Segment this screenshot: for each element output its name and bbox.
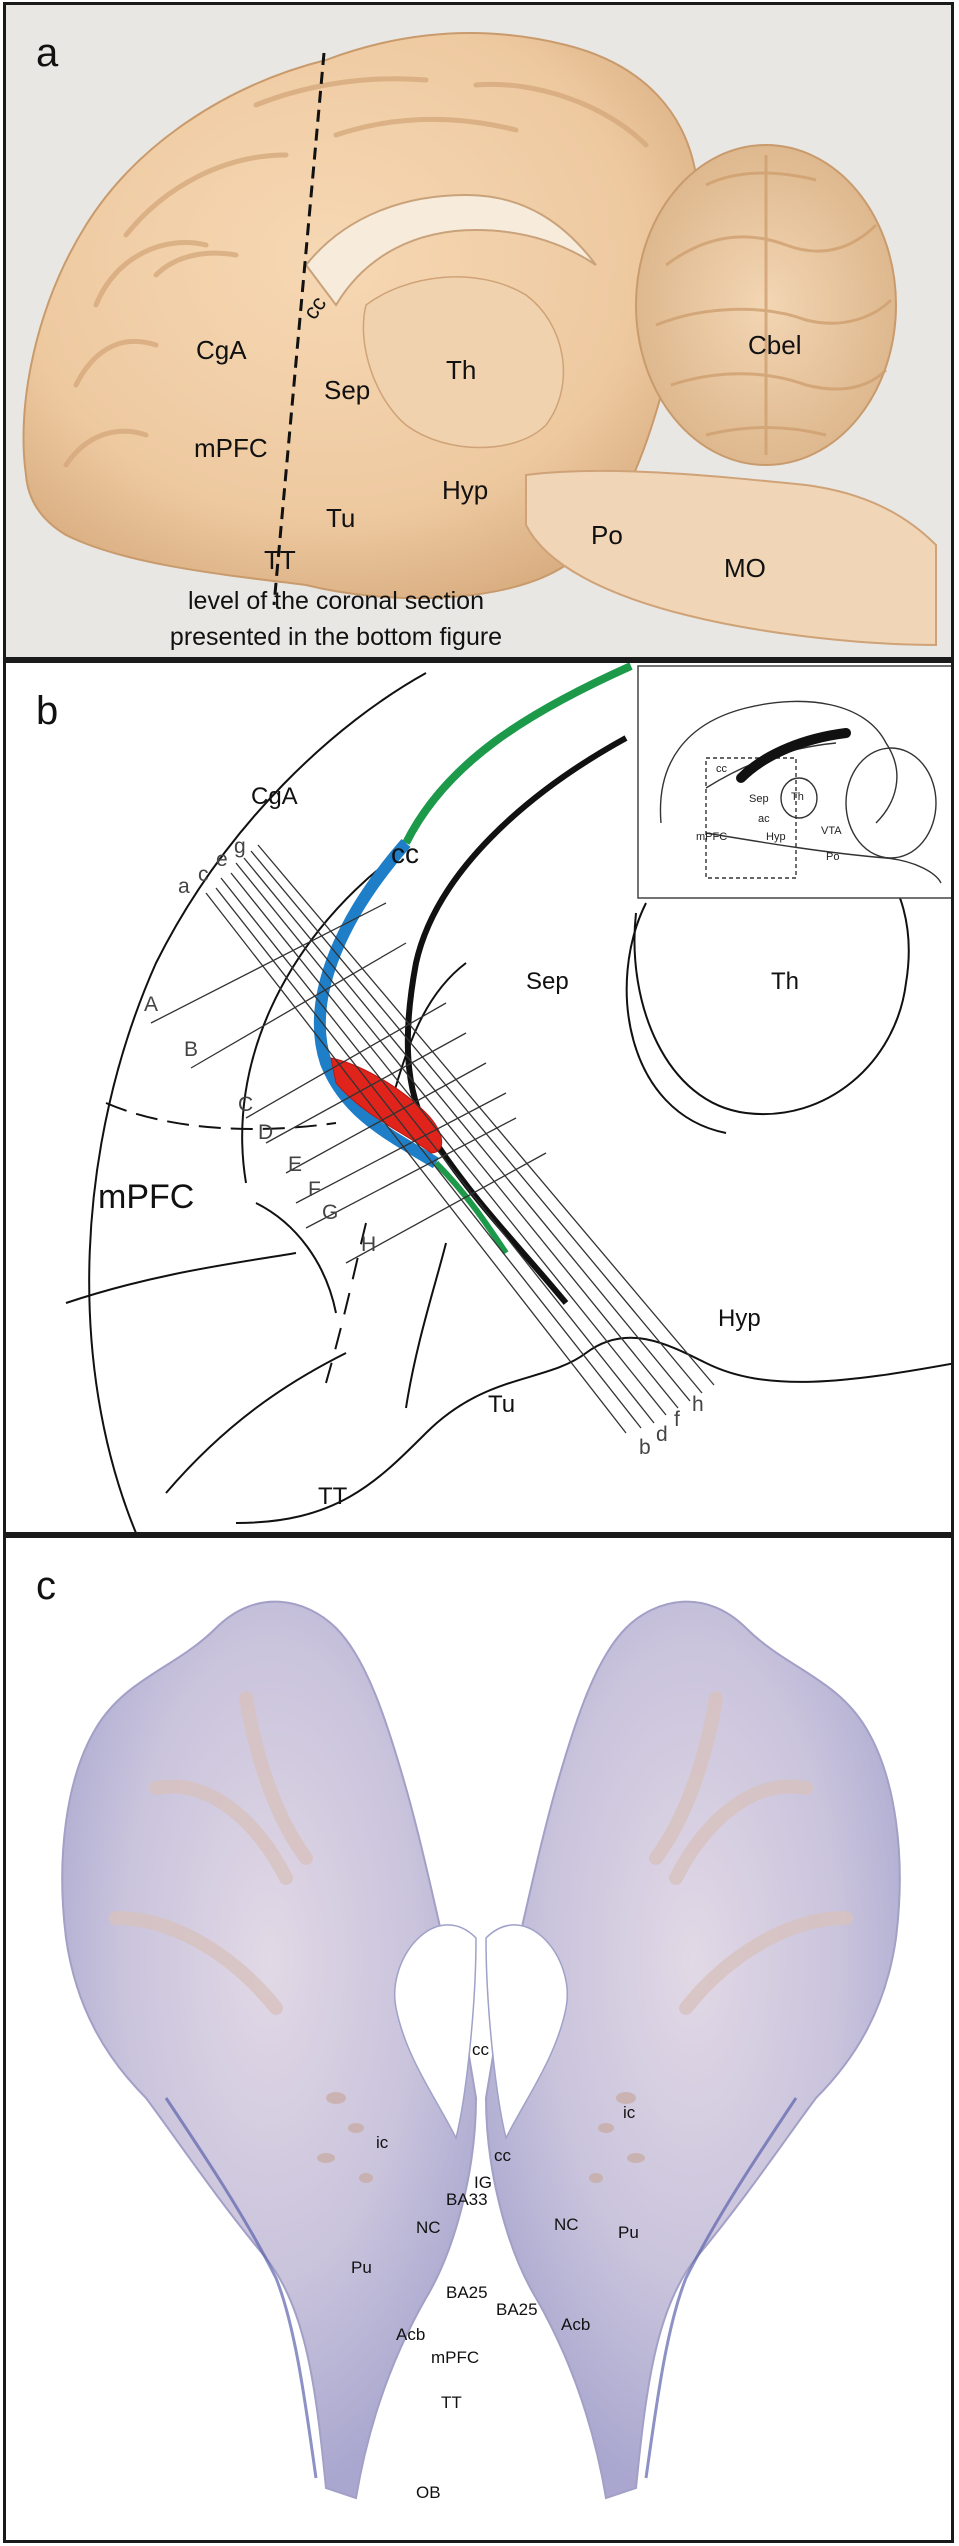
label-cc: cc [391, 838, 419, 869]
outline-bottom [235, 1336, 951, 1524]
section-label-B: B [184, 1038, 199, 1061]
label-nc-right: NC [554, 2215, 579, 2234]
thalamus-shape [362, 276, 565, 449]
tract-green-lower [433, 1160, 509, 1255]
label-acb-left: Acb [396, 2325, 426, 2344]
label-th: Th [446, 355, 477, 385]
label-hyp: Hyp [718, 1305, 761, 1332]
right-hemisphere [484, 1600, 901, 2500]
label-mo: MO [724, 553, 766, 583]
label-acb-right: Acb [561, 2315, 591, 2334]
schematic-drawing [65, 663, 951, 1532]
section-label-C: C [238, 1093, 254, 1116]
coronal-section-illustration [61, 1600, 901, 2500]
left-ventricle [394, 1924, 477, 2141]
panel-b-schematic: b CgA cc Sep Th mPFC Hyp Tu TT A B C D E… [3, 660, 954, 1535]
label-th: Th [771, 968, 800, 995]
label-mpfc: mPFC [194, 433, 268, 463]
panel-a-sagittal-photo: a cc CgA Sep Th Cbel mPFC Tu Hyp Po MO T… [3, 2, 954, 660]
inset-label-cc: cc [716, 763, 727, 775]
outline-cga-curve [255, 1202, 337, 1314]
label-sep: Sep [324, 375, 371, 405]
panel-letter-b: b [36, 689, 59, 733]
label-ba25-right: BA25 [496, 2300, 538, 2319]
inset-label-vta: VTA [821, 825, 842, 837]
outline-mpfc-lower [65, 1252, 297, 1304]
section-label-D: D [258, 1121, 274, 1144]
caption-line-1: level of the coronal section [187, 587, 484, 615]
brain-sagittal-illustration [22, 32, 937, 647]
label-cc-top: cc [472, 2040, 489, 2059]
label-pu-right: Pu [618, 2223, 639, 2242]
cc-thick-black [404, 735, 628, 1305]
label-ic-right: ic [623, 2103, 636, 2122]
outline-cga-inner [241, 862, 387, 1184]
left-hemisphere [61, 1600, 478, 2500]
label-ig: IG [474, 2173, 492, 2192]
section-label-c: c [198, 863, 209, 886]
section-label-e: e [216, 848, 228, 871]
section-label-F: F [308, 1178, 321, 1201]
right-ventricle [485, 1924, 568, 2141]
section-label-d: d [656, 1423, 668, 1446]
brainstem-shape [525, 469, 937, 647]
label-ic-left: ic [376, 2133, 389, 2152]
label-sep: Sep [526, 968, 569, 995]
section-label-H: H [361, 1233, 377, 1256]
label-cbel: Cbel [748, 330, 802, 360]
corpus-callosum-shape [304, 193, 597, 307]
label-ob: OB [416, 2483, 441, 2502]
label-hyp: Hyp [442, 475, 489, 505]
section-label-b: b [639, 1436, 651, 1459]
label-po: Po [591, 520, 623, 550]
inset-label-ac: ac [758, 813, 770, 825]
tract-red [330, 1057, 443, 1154]
panel-letter-a: a [36, 31, 59, 75]
label-tt: TT [318, 1483, 348, 1510]
inset-label-hyp: Hyp [766, 831, 786, 843]
inset-label-th: Th [791, 791, 804, 803]
caption-line-2: presented in the bottom figure [169, 623, 503, 651]
label-ba33: BA33 [446, 2190, 488, 2209]
section-label-G: G [322, 1201, 339, 1224]
label-mpfc: mPFC [98, 1178, 195, 1216]
inset-label-po: Po [826, 851, 840, 863]
section-label-f: f [674, 1408, 680, 1431]
inset-cc-black [736, 728, 851, 783]
tract-green [402, 663, 633, 845]
outline-thalamus-outer [625, 902, 727, 1134]
outline-thalamus [633, 872, 910, 1116]
label-tt: TT [264, 545, 296, 575]
label-mpfc: mPFC [431, 2348, 480, 2367]
label-tu: Tu [326, 503, 356, 533]
label-tu: Tu [488, 1391, 516, 1418]
mpfc-dashed-vertical [325, 1222, 367, 1384]
section-label-a: a [178, 875, 190, 898]
label-cga: CgA [196, 335, 247, 365]
panel-letter-c: c [36, 1564, 56, 1608]
panel-c-coronal-section: c cc cc IG BA33 ic ic NC NC Pu Pu BA25 B… [3, 1535, 954, 2543]
outline-tt [165, 1352, 347, 1494]
tract-blue [313, 839, 440, 1169]
label-ba25-left: BA25 [446, 2283, 488, 2302]
section-label-A: A [144, 993, 159, 1016]
coronal-section-level-line [272, 52, 326, 606]
label-cga: CgA [251, 783, 298, 810]
label-cc-mid: cc [494, 2146, 511, 2165]
section-label-h: h [692, 1393, 704, 1416]
label-nc-left: NC [416, 2218, 441, 2237]
section-label-E: E [288, 1153, 303, 1176]
mpfc-dashed-boundary [105, 1102, 337, 1130]
section-label-g: g [234, 835, 246, 858]
inset-label-mpfc: mPFC [696, 831, 728, 843]
label-pu-left: Pu [351, 2258, 372, 2277]
label-tt: TT [441, 2393, 462, 2412]
inset-label-sep: Sep [749, 793, 769, 805]
outline-tu [405, 1242, 447, 1409]
outline-cortex [88, 672, 427, 1532]
